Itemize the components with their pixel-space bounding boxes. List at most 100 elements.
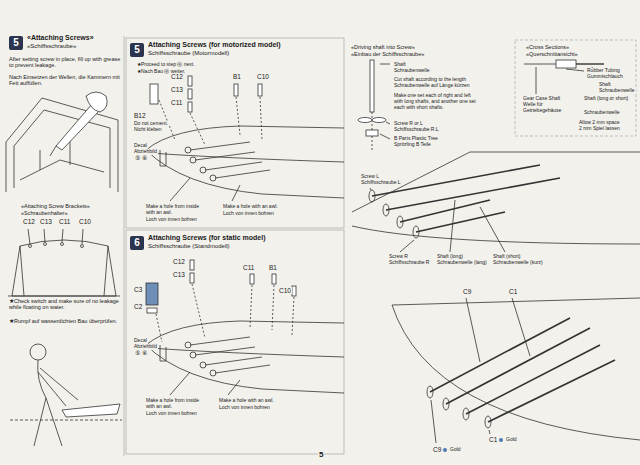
hull-grease-figure: [6, 98, 118, 192]
part-number: B1: [268, 264, 278, 271]
hull-static-figure: [272, 274, 276, 284]
note-text: Screw L: [360, 174, 380, 180]
note-text: Screw R or L: [393, 121, 424, 127]
step-badge: 5Attaching Screws (for motorized model)S…: [130, 43, 144, 57]
section-heading: «Querschnittansicht»: [525, 51, 579, 57]
hull-motorized-figure: [260, 97, 262, 140]
decal-number: ⑤ ⑥: [134, 350, 148, 357]
section-heading: «Einbau der Schiffsschraube»: [350, 51, 425, 57]
hull-static-figure: [170, 372, 240, 395]
section-heading: «Cross Sections»: [525, 44, 570, 50]
part-number: C9: [432, 446, 442, 453]
part-number: C10: [78, 218, 92, 225]
hull-static-figure: [146, 260, 344, 395]
step-number: 5: [132, 44, 142, 56]
note-text: Allow 2 mm space: [578, 120, 621, 126]
hull-motorized-figure: [150, 84, 158, 104]
hull-static-figure: [190, 337, 270, 373]
hull-static-figure: [146, 321, 344, 393]
part-number: C13: [172, 271, 186, 278]
hull-static-figure: [292, 286, 296, 296]
section-heading: «Schraubenhalter»: [20, 210, 68, 216]
hull-static-figure: [272, 285, 274, 330]
note-text: After setting screw in place, fill up wi…: [8, 56, 122, 69]
hull-static-figure: [250, 285, 252, 328]
hull-stand-figure: [81, 245, 84, 248]
note-text: Schraubenwelle: [583, 110, 621, 116]
note-text: Schraubenwelle (lang): [436, 260, 488, 266]
note-text: Do not cement.: [133, 121, 169, 127]
hull-stand-figure: [8, 296, 120, 297]
note-text: Rubber Tubing: [586, 68, 621, 74]
hull-screws-figure: [392, 298, 640, 452]
note-text: Spritzling B Teile: [393, 142, 432, 148]
hull-static-figure: [150, 348, 344, 357]
step-heading: Schiffsschraube (Motormodell): [147, 50, 230, 57]
hull-motorized-figure: [170, 178, 240, 201]
hull-motorized-figure: [185, 147, 191, 153]
shaft-screw-figure: [358, 60, 390, 150]
hull-static-figure: [146, 321, 344, 345]
cross-section-figure: [556, 60, 576, 68]
note-text: Schiffsschraube L: [360, 180, 402, 186]
part-number: C1: [508, 288, 518, 295]
hull-motorized-figure: [188, 89, 192, 99]
hull-motorized-figure: [210, 175, 216, 181]
hull-static-figure: [210, 370, 216, 376]
hull-screws-figure: [443, 448, 447, 452]
hull-shafts-figure: [370, 188, 505, 252]
note-text: Schraubenwelle: [393, 68, 431, 74]
note-text: Screw R: [388, 254, 409, 260]
note-text: Make a hole with an awl.: [218, 398, 275, 404]
hull-stand-figure: [29, 245, 32, 248]
shaft-screw-figure: [372, 118, 386, 123]
step-number: 6: [132, 237, 142, 249]
hull-motorized-figure: [160, 150, 166, 166]
hull-motorized-figure: [236, 97, 240, 135]
note-text: ★Check switch and make sure of no leakag…: [8, 298, 122, 311]
hull-screws-figure: [463, 408, 469, 420]
shaft-screw-figure: [358, 118, 372, 123]
hull-stand-figure: [44, 243, 47, 246]
part-number: C10: [256, 73, 270, 80]
part-number: C12: [170, 73, 184, 80]
hull-stand-figure: [8, 229, 120, 296]
note-text: Gear Case Shaft: [522, 96, 576, 102]
note-text: ★Proceed to step ⓐ next.: [136, 62, 196, 68]
panel-frame: [515, 40, 636, 136]
note-text: Loch von innen bohren: [145, 411, 198, 417]
shaft-screw-figure: [366, 130, 378, 136]
part-number: C9: [462, 288, 472, 295]
step-heading: Attaching Screws (for static model): [147, 234, 266, 242]
panel-frame: [124, 36, 125, 456]
hull-shafts-figure: [352, 152, 640, 252]
shaft-screw-figure: [370, 60, 374, 112]
note-text: Schiffsschraube R.L: [393, 127, 440, 133]
note-text: Abziehbild: [133, 344, 158, 350]
hull-screws-figure: [430, 318, 615, 422]
decal-number: ⑤ ⑥: [134, 155, 148, 162]
note-text: Schraubenwelle: [598, 88, 636, 94]
panel-frame: [126, 230, 344, 454]
hull-screws-figure: [427, 386, 433, 398]
hull-static-figure: [192, 284, 205, 338]
hull-grease-figure: [20, 160, 104, 180]
note-text: Loch von innen bohren: [145, 217, 198, 223]
hull-static-figure: [190, 352, 196, 358]
part-number: C10: [278, 287, 292, 294]
hull-static-figure: [160, 345, 166, 361]
hull-static-figure: [156, 314, 162, 342]
note-text: Gold: [449, 447, 462, 453]
note-text: Nicht kleben: [133, 127, 163, 133]
note-text: Nach Einsetzen der Wellen, die Kammern m…: [8, 74, 122, 87]
part-number: C11: [242, 264, 255, 271]
part-number: C12: [172, 258, 186, 265]
section-heading: «Driving shaft into Screw»: [350, 44, 416, 50]
step-badge: 6Attaching Screws (for static model)Schi…: [130, 236, 144, 250]
step-heading: Schiffsschraube (Standmodell): [147, 243, 231, 250]
step-badge: 5«Attaching Screws»«Schiffsschraube»: [9, 36, 23, 50]
hull-shafts-figure: [397, 216, 403, 228]
hull-static-figure: [200, 362, 206, 368]
note-text: Abziehbild: [133, 149, 158, 155]
hull-static-figure: [190, 273, 194, 283]
